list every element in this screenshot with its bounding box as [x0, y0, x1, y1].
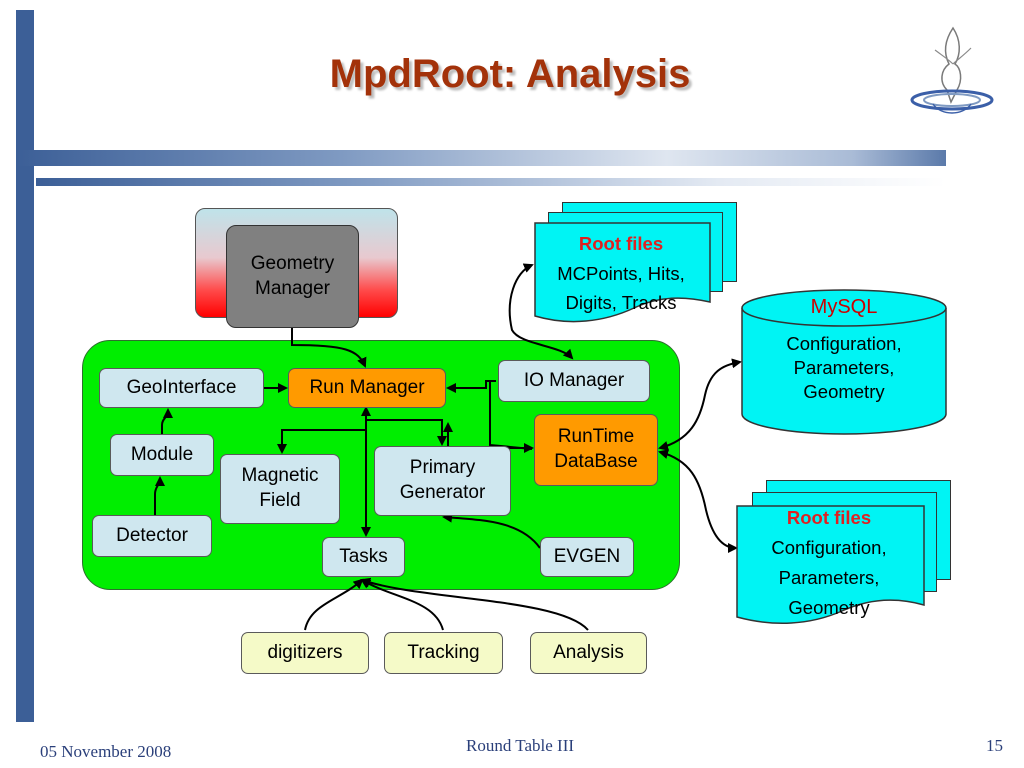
- conn-run-manager-to-primary-generator: [366, 419, 447, 446]
- runtime-database-box: RunTime DataBase: [534, 414, 658, 486]
- mysql-label: MySQL Configuration, Parameters, Geometr…: [742, 294, 946, 404]
- root-files-top-heading: Root files: [578, 233, 664, 254]
- mysql-database-cylinder: [741, 289, 947, 435]
- module-box: Module: [110, 434, 214, 476]
- conn-evgen-to-primary-generator: [442, 512, 541, 549]
- conn-io-to-root-files-top: [508, 263, 574, 360]
- root-files-top-label: Root files MCPoints, Hits, Digits, Track…: [534, 229, 708, 318]
- root-files-bottom-sheet-front: [736, 505, 925, 624]
- tracking-box: Tracking: [384, 632, 503, 674]
- conn-io-to-run-manager: [446, 380, 496, 393]
- conn-tasks-to-analysis: [360, 577, 589, 631]
- conn-io-to-runtime-db: [489, 381, 533, 450]
- conn-tasks-to-tracking: [360, 578, 444, 631]
- root-files-bottom-heading: Root files: [786, 507, 872, 528]
- header-accent-bar: [16, 150, 946, 166]
- root-files-bottom-line1: Configuration,: [771, 536, 887, 558]
- digitizers-box: digitizers: [241, 632, 369, 674]
- root-files-top-line2: Digits, Tracks: [565, 292, 677, 314]
- tasks-box: Tasks: [322, 537, 405, 577]
- conn-geometry-to-run-manager: [291, 328, 367, 368]
- detector-box: Detector: [92, 515, 212, 557]
- conn-runtime-db-to-root-files-bottom: [658, 449, 738, 553]
- io-manager-box: IO Manager: [498, 360, 650, 402]
- footer-date: 05 November 2008: [40, 742, 172, 761]
- evgen-box: EVGEN: [540, 537, 634, 577]
- root-files-bottom-line3: Geometry: [788, 596, 870, 618]
- slide-number: 15: [986, 736, 1003, 755]
- magnetic-field-box: Magnetic Field: [220, 454, 340, 524]
- root-files-bottom-line2: Parameters,: [778, 566, 880, 588]
- header-accent-bar-secondary: [36, 178, 946, 186]
- conn-run-manager-to-magnetic-field: [277, 429, 366, 454]
- geointerface-box: GeoInterface: [99, 368, 264, 408]
- mysql-line2: Parameters,: [793, 357, 895, 379]
- conn-tasks-to-digitizers: [304, 578, 364, 631]
- left-accent-bar: [16, 10, 34, 722]
- slide-title: MpdRoot: Analysis: [329, 52, 691, 96]
- mysql-heading: MySQL: [810, 296, 878, 318]
- footer-event: Round Table III: [466, 736, 575, 755]
- conn-module-to-geointerface: [161, 408, 173, 434]
- institute-logo-icon: [910, 26, 994, 114]
- conn-detector-to-module: [154, 476, 165, 515]
- mysql-line1: Configuration,: [786, 333, 902, 354]
- mysql-line3: Geometry: [803, 381, 885, 403]
- run-manager-box: Run Manager: [288, 368, 446, 408]
- analysis-box: Analysis: [530, 632, 647, 674]
- conn-runtime-db-to-mysql: [658, 358, 742, 451]
- root-files-top-line1: MCPoints, Hits,: [557, 262, 685, 284]
- geometry-manager-box: Geometry Manager: [226, 225, 359, 328]
- primary-generator-box: Primary Generator: [374, 446, 511, 516]
- root-files-bottom-label: Root files Configuration, Parameters, Ge…: [736, 503, 922, 623]
